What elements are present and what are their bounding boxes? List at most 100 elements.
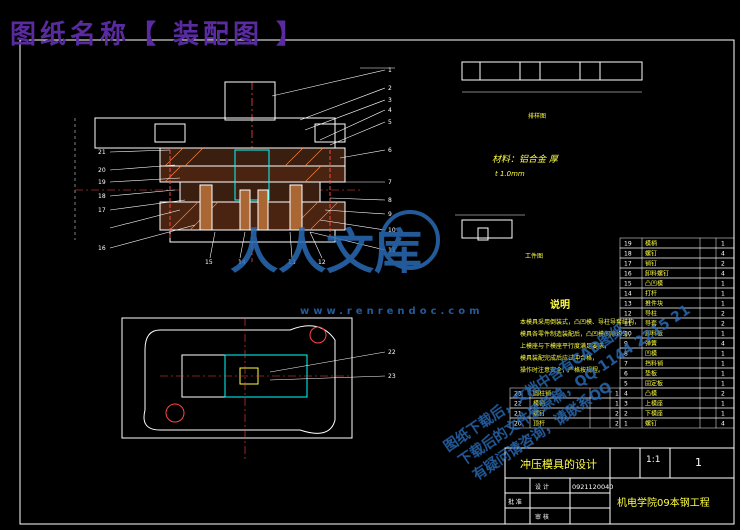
bom-cell-number: 14 (624, 291, 632, 298)
callout: 2 (388, 85, 392, 92)
bom-cell-name: 挡料销 (645, 360, 663, 368)
bom-cell-number: 18 (624, 251, 632, 258)
bom-cell-qty: 1 (615, 401, 619, 408)
bom-cell-qty: 1 (721, 281, 725, 288)
strip-layout-label: 排样图 (528, 112, 546, 120)
approver-label: 批 准 (508, 498, 522, 506)
bom-cell-qty: 4 (721, 341, 725, 348)
notes-line-1: 本模具采用倒装式，凸凹模、导柱导套结构， (520, 318, 640, 326)
technical-notes: 说明 本模具采用倒装式，凸凹模、导柱导套结构， 模具各零件制造装配后，凸凹模间隙… (520, 298, 640, 374)
callout: 4 (388, 107, 392, 114)
callouts-left: 21 20 19 18 17 16 15 14 13 12 (98, 149, 326, 266)
callout: 3 (388, 97, 392, 104)
bom-cell-name: 螺钉 (645, 420, 657, 428)
bom-cell-name: 下模座 (645, 410, 663, 418)
bom-row (619, 367, 735, 379)
bom-cell-name: 导柱 (645, 310, 657, 318)
bom-row (619, 267, 735, 279)
bom-cell-qty: 4 (721, 271, 725, 278)
bom-cell-name: 凸模 (645, 390, 657, 398)
callout: 10 (388, 227, 396, 234)
bom-cell-qty: 4 (721, 251, 725, 258)
bom-row (619, 257, 735, 269)
bom-cell-qty: 1 (721, 401, 725, 408)
bom-row (619, 397, 735, 409)
callout: 13 (288, 259, 296, 266)
bom-cell-number: 21 (514, 411, 522, 418)
bom-cell-name: 凹模 (645, 350, 657, 358)
student-id: 0921120040 (572, 483, 613, 491)
bom-cell-name: 上模座 (645, 400, 663, 408)
notes-line-2: 模具各零件制造装配后，凸凹模间隙均匀， (520, 330, 634, 338)
scale-value: 1:1 (646, 455, 660, 465)
bom-cell-number: 6 (624, 371, 628, 378)
bom-cell-qty: 1 (721, 351, 725, 358)
bom-cell-qty: 2 (721, 261, 725, 268)
bom-cell-name: 固定板 (645, 380, 663, 388)
bom-cell-qty: 1 (721, 371, 725, 378)
callout: 15 (205, 259, 213, 266)
bom-row (619, 417, 735, 429)
material-label: 材料：铝合金 厚 (492, 154, 560, 165)
callout: 8 (388, 197, 392, 204)
bom-row (619, 387, 735, 399)
callout: 16 (98, 245, 106, 252)
callout: 7 (388, 179, 392, 186)
bom-cell-number: 22 (514, 401, 522, 408)
watermark: 人人文库 www.renrendoc.com 图纸下载后，文档中含有CAD图纸 … (230, 210, 693, 484)
callout: 11 (388, 247, 396, 254)
notes-title: 说明 (550, 298, 570, 311)
bom-row (619, 357, 735, 369)
plan-view (121, 317, 386, 460)
project-title: 冲压模具的设计 (520, 457, 597, 471)
callout: 9 (388, 211, 392, 218)
callout: 21 (98, 149, 106, 156)
callout: 18 (98, 193, 106, 200)
assembly-section (74, 81, 360, 262)
workpiece-view (455, 214, 525, 241)
bom-cell-number: 2 (624, 411, 628, 418)
bom-cell-number: 19 (624, 241, 632, 248)
bom-cell-number: 23 (514, 391, 522, 398)
bom-cell-name: 垫板 (645, 370, 657, 378)
callout: 19 (98, 179, 106, 186)
bom-row (619, 377, 735, 389)
bom-row (619, 287, 735, 299)
school-name: 机电学院09本钢工程 (617, 496, 710, 509)
bom-row (509, 417, 621, 429)
bom-cell-qty: 2 (721, 391, 725, 398)
bom-cell-number: 17 (624, 261, 632, 268)
bom-cell-number: 11 (624, 321, 632, 328)
bom-cell-qty: 2 (721, 311, 725, 318)
bom-cell-qty: 2 (721, 321, 725, 328)
bom-cell-qty: 2 (615, 421, 619, 428)
strip-layout (461, 61, 643, 93)
notes-line-4: 模具装配完成后应试冲合格， (520, 354, 598, 362)
bom-cell-name: 螺钉 (533, 410, 545, 418)
callout: 14 (238, 259, 246, 266)
bom-cell-qty: 1 (721, 301, 725, 308)
workpiece-label: 工件图 (525, 252, 543, 260)
notes-line-3: 上模座与下模座平行度满足要求， (520, 342, 610, 350)
watermark-brand: 人人文库 (230, 224, 422, 280)
bom-cell-number: 16 (624, 271, 632, 278)
bom-cell-qty: 1 (615, 391, 619, 398)
leader-lines-right (271, 67, 395, 251)
designer-label: 设 计 (535, 483, 549, 491)
bom-cell-name: 模柄 (645, 240, 657, 248)
bom-cell-qty: 2 (615, 411, 619, 418)
callouts-right: 1 2 3 4 5 6 7 8 9 10 11 (388, 67, 396, 254)
notes-line-5: 操作时注意安全，严格按规程。 (520, 366, 604, 374)
bom-cell-qty: 1 (721, 331, 725, 338)
bom-cell-qty: 1 (721, 241, 725, 248)
bom-row (619, 237, 735, 249)
callout: 22 (388, 349, 396, 356)
checker-label: 审 核 (535, 513, 549, 521)
bom-cell-number: 9 (624, 341, 628, 348)
title-block: 冲压模具的设计 1:1 1 设 计 0921120040 审 核 批 准 机电学… (504, 447, 735, 525)
bom-cell-number: 15 (624, 281, 632, 288)
bom-cell-number: 3 (624, 401, 628, 408)
callout: 1 (388, 67, 392, 74)
bom-cell-number: 10 (624, 331, 632, 338)
